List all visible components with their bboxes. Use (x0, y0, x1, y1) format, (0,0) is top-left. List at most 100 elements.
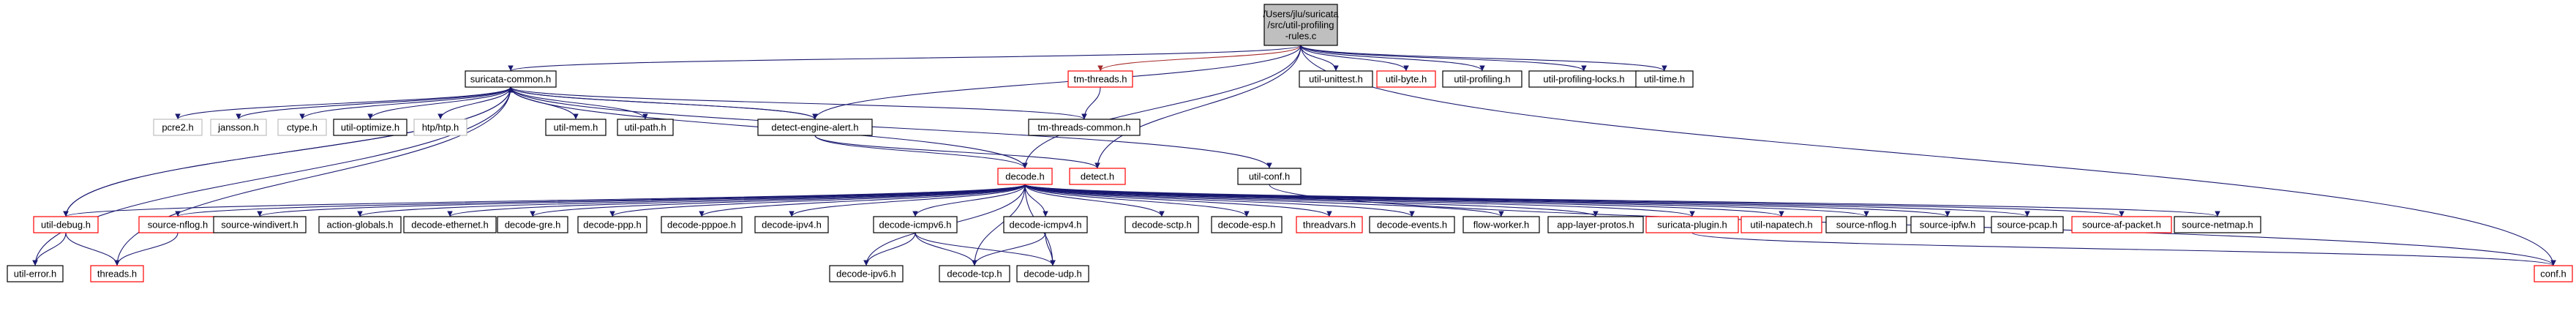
node-conf[interactable]: conf.h (2534, 265, 2573, 282)
node-ctype[interactable]: ctype.h (277, 119, 327, 136)
node-decode-pppoe[interactable]: decode-pppoe.h (661, 216, 743, 233)
node-util-byte[interactable]: util-byte.h (1376, 70, 1436, 88)
edge-root-to-util-profiling-locks (1300, 45, 1587, 72)
node-detect[interactable]: detect.h (1069, 168, 1126, 185)
node-label: conf.h (2540, 269, 2566, 280)
node-suricata-plugin[interactable]: suricata-plugin.h (1645, 216, 1739, 233)
node-decode-events[interactable]: decode-events.h (1369, 216, 1455, 233)
edge-decode-to-decode-events (1024, 184, 1415, 217)
node-label: decode-tcp.h (947, 269, 1002, 280)
node-util-debug[interactable]: util-debug.h (33, 216, 99, 233)
node-tm-threads[interactable]: tm-threads.h (1067, 70, 1133, 88)
node-box (1263, 4, 1338, 46)
node-decode-udp[interactable]: decode-udp.h (1016, 265, 1089, 282)
node-decode-ipv6[interactable]: decode-ipv6.h (829, 265, 904, 282)
edge-detect-engine-alert-to-suricata-common (508, 86, 816, 120)
node-decode-ethernet[interactable]: decode-ethernet.h (403, 216, 497, 233)
node-label: util-optimize.h (341, 122, 399, 133)
node-util-unittest[interactable]: util-unittest.h (1299, 70, 1373, 88)
edge-detect-engine-alert-to-decode (814, 135, 1028, 169)
node-label: tm-threads-common.h (1037, 122, 1130, 133)
node-label: jansson.h (217, 122, 259, 133)
node-decode-tcp[interactable]: decode-tcp.h (939, 265, 1010, 282)
node-action-globals[interactable]: action-globals.h (318, 216, 402, 233)
node-label: source-ipfw.h (1920, 220, 1976, 231)
node-box (577, 216, 647, 233)
node-util-napatech[interactable]: util-napatech.h (1741, 216, 1822, 233)
node-tm-threads-common[interactable]: tm-threads-common.h (1028, 119, 1141, 136)
node-source-nflog[interactable]: source-nflog.h (138, 216, 217, 233)
node-decode-icmpv6[interactable]: decode-icmpv6.h (873, 216, 958, 233)
node-htp[interactable]: htp/htp.h (413, 119, 467, 136)
edge-util-debug-to-util-error (32, 232, 67, 266)
node-box (1299, 70, 1373, 88)
node-box (1635, 70, 1694, 88)
node-app-layer-protos[interactable]: app-layer-protos.h (1547, 216, 1644, 233)
node-label: decode-ethernet.h (411, 220, 489, 231)
node-root[interactable]: /Users/jlu/suricata/src/util-profiling-r… (1263, 4, 1339, 46)
node-threads[interactable]: threads.h (90, 265, 144, 282)
node-flow-worker[interactable]: flow-worker.h (1462, 216, 1540, 233)
edge-suricata-common-to-util-error (32, 86, 511, 266)
node-source-pcap[interactable]: source-pcap.h (1991, 216, 2064, 233)
node-decode-gre[interactable]: decode-gre.h (497, 216, 568, 233)
edge-source-nflog-to-threads (114, 232, 179, 266)
node-util-path[interactable]: util-path.h (617, 119, 674, 136)
node-util-mem[interactable]: util-mem.h (545, 119, 607, 136)
node-decode-esp[interactable]: decode-esp.h (1211, 216, 1283, 233)
node-label: app-layer-protos.h (1557, 220, 1634, 231)
node-label: util-profiling.h (1454, 74, 1510, 85)
node-box (277, 119, 327, 136)
node-box (1067, 70, 1133, 88)
node-label: suricata-common.h (470, 74, 552, 85)
node-label: source-nflog.h (148, 220, 208, 231)
node-box (1016, 265, 1089, 282)
node-util-profiling-locks[interactable]: util-profiling-locks.h (1528, 70, 1640, 88)
node-box (1003, 216, 1088, 233)
node-box (1237, 168, 1302, 185)
node-label: decode.h (1005, 171, 1045, 182)
edge-decode-icmpv4-to-decode-udp (1045, 232, 1056, 266)
node-source-netmap[interactable]: source-netmap.h (2174, 216, 2261, 233)
node-label: decode-esp.h (1218, 220, 1276, 231)
node-util-optimize[interactable]: util-optimize.h (333, 119, 408, 136)
node-box (2071, 216, 2172, 233)
edge-suricata-common-to-util-optimize (367, 86, 511, 120)
node-decode-ipv4[interactable]: decode-ipv4.h (754, 216, 829, 233)
edge-decode-icmpv4-to-decode-tcp (972, 232, 1046, 266)
node-jansson[interactable]: jansson.h (210, 119, 267, 136)
edge-decode-to-decode-icmpv6 (912, 184, 1026, 217)
node-util-profiling[interactable]: util-profiling.h (1442, 70, 1522, 88)
node-suricata-common[interactable]: suricata-common.h (465, 70, 557, 88)
node-box (757, 119, 873, 136)
node-box (213, 216, 307, 233)
node-decode-ppp[interactable]: decode-ppp.h (577, 216, 647, 233)
node-util-conf[interactable]: util-conf.h (1237, 168, 1302, 185)
node-decode-sctp[interactable]: decode-sctp.h (1124, 216, 1199, 233)
node-label: flow-worker.h (1473, 220, 1530, 231)
node-util-time[interactable]: util-time.h (1635, 70, 1694, 88)
node-label: htp/htp.h (422, 122, 459, 133)
node-source-af-packet[interactable]: source-af-packet.h (2071, 216, 2172, 233)
node-label: decode-udp.h (1024, 269, 1082, 280)
edge-root-to-decode (1022, 45, 1302, 169)
node-decode[interactable]: decode.h (997, 168, 1053, 185)
node-label: threadvars.h (1303, 220, 1356, 231)
node-label: decode-ppp.h (583, 220, 642, 231)
node-box (1442, 70, 1522, 88)
node-pcre2[interactable]: pcre2.h (153, 119, 203, 136)
node-detect-engine-alert[interactable]: detect-engine-alert.h (757, 119, 873, 136)
node-util-error[interactable]: util-error.h (7, 265, 64, 282)
node-source-windivert[interactable]: source-windivert.h (213, 216, 307, 233)
edge-decode-to-decode-ppp (609, 184, 1026, 217)
node-source-nflog2[interactable]: source-nflog.h (1825, 216, 1907, 233)
node-label: pcre2.h (162, 122, 193, 133)
node-threadvars[interactable]: threadvars.h (1296, 216, 1363, 233)
edge-root-to-tm-threads (1097, 45, 1302, 72)
edge-suricata-common-to-jansson (236, 86, 511, 120)
node-box (403, 216, 497, 233)
node-source-ipfw[interactable]: source-ipfw.h (1910, 216, 1985, 233)
node-box (1991, 216, 2064, 233)
edge-decode-to-action-globals (357, 184, 1026, 217)
node-decode-icmpv4[interactable]: decode-icmpv4.h (1003, 216, 1088, 233)
